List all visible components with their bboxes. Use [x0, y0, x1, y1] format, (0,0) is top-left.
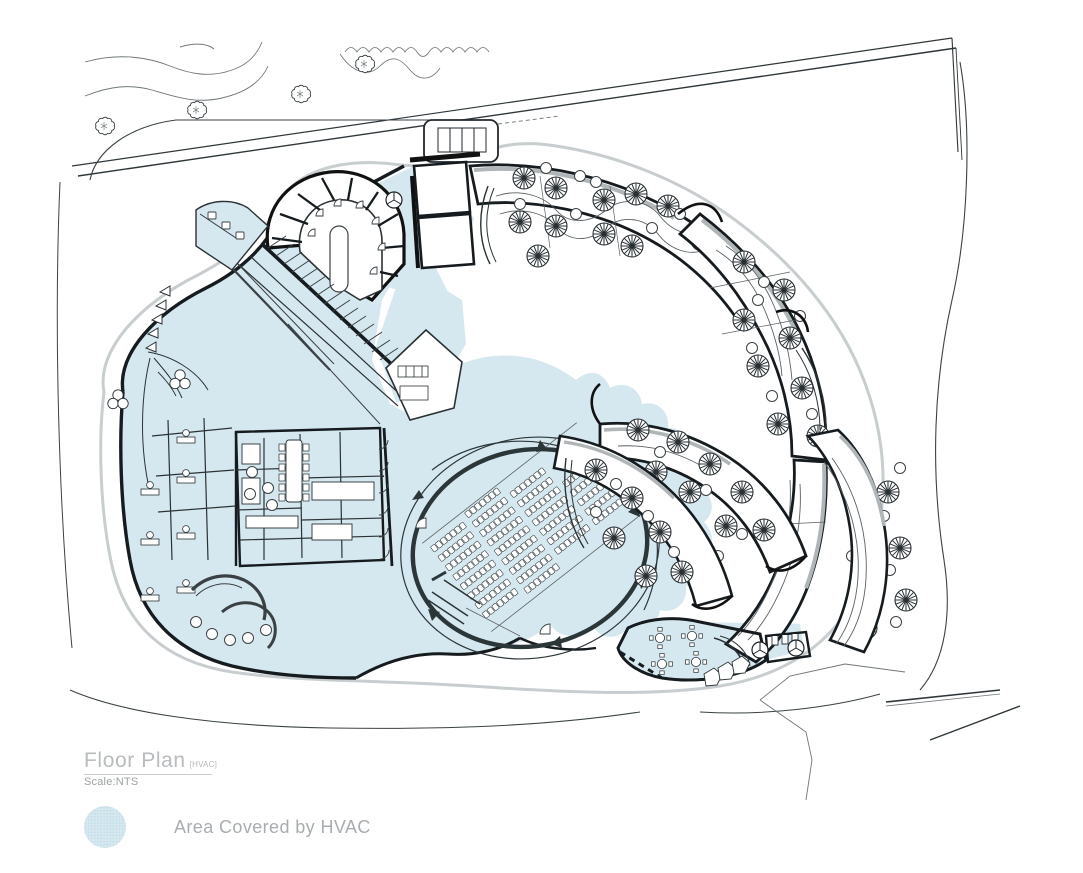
office-cluster	[140, 417, 394, 650]
page-title-suffix: [HVAC]	[189, 760, 217, 770]
central-auditorium	[400, 422, 660, 660]
entry-node-icon	[385, 191, 403, 209]
garden-courtyard-3	[723, 428, 918, 664]
west-wing	[107, 200, 269, 493]
hvac-area-swatch	[84, 806, 126, 848]
scale-note: Scale:NTS	[84, 776, 139, 789]
garden-courtyard-5	[552, 434, 734, 608]
radial-wing	[265, 170, 406, 303]
title-rule	[84, 774, 212, 776]
garden-courtyard-2	[677, 212, 830, 462]
site-shrubs	[95, 54, 376, 136]
titleblock: Floor Plan [HVAC] Scale:NTS	[84, 749, 504, 789]
stipple-texture	[84, 806, 126, 848]
cafe-terrace	[616, 617, 812, 687]
site-context	[56, 37, 1021, 801]
courtyard-dividers	[590, 202, 810, 610]
diagonal-spine	[231, 235, 463, 425]
legend: Area Covered by HVAC	[84, 806, 371, 848]
north-pavilion	[409, 115, 561, 270]
legend-label: Area Covered by HVAC	[174, 816, 371, 837]
page-title: Floor Plan	[84, 749, 186, 772]
